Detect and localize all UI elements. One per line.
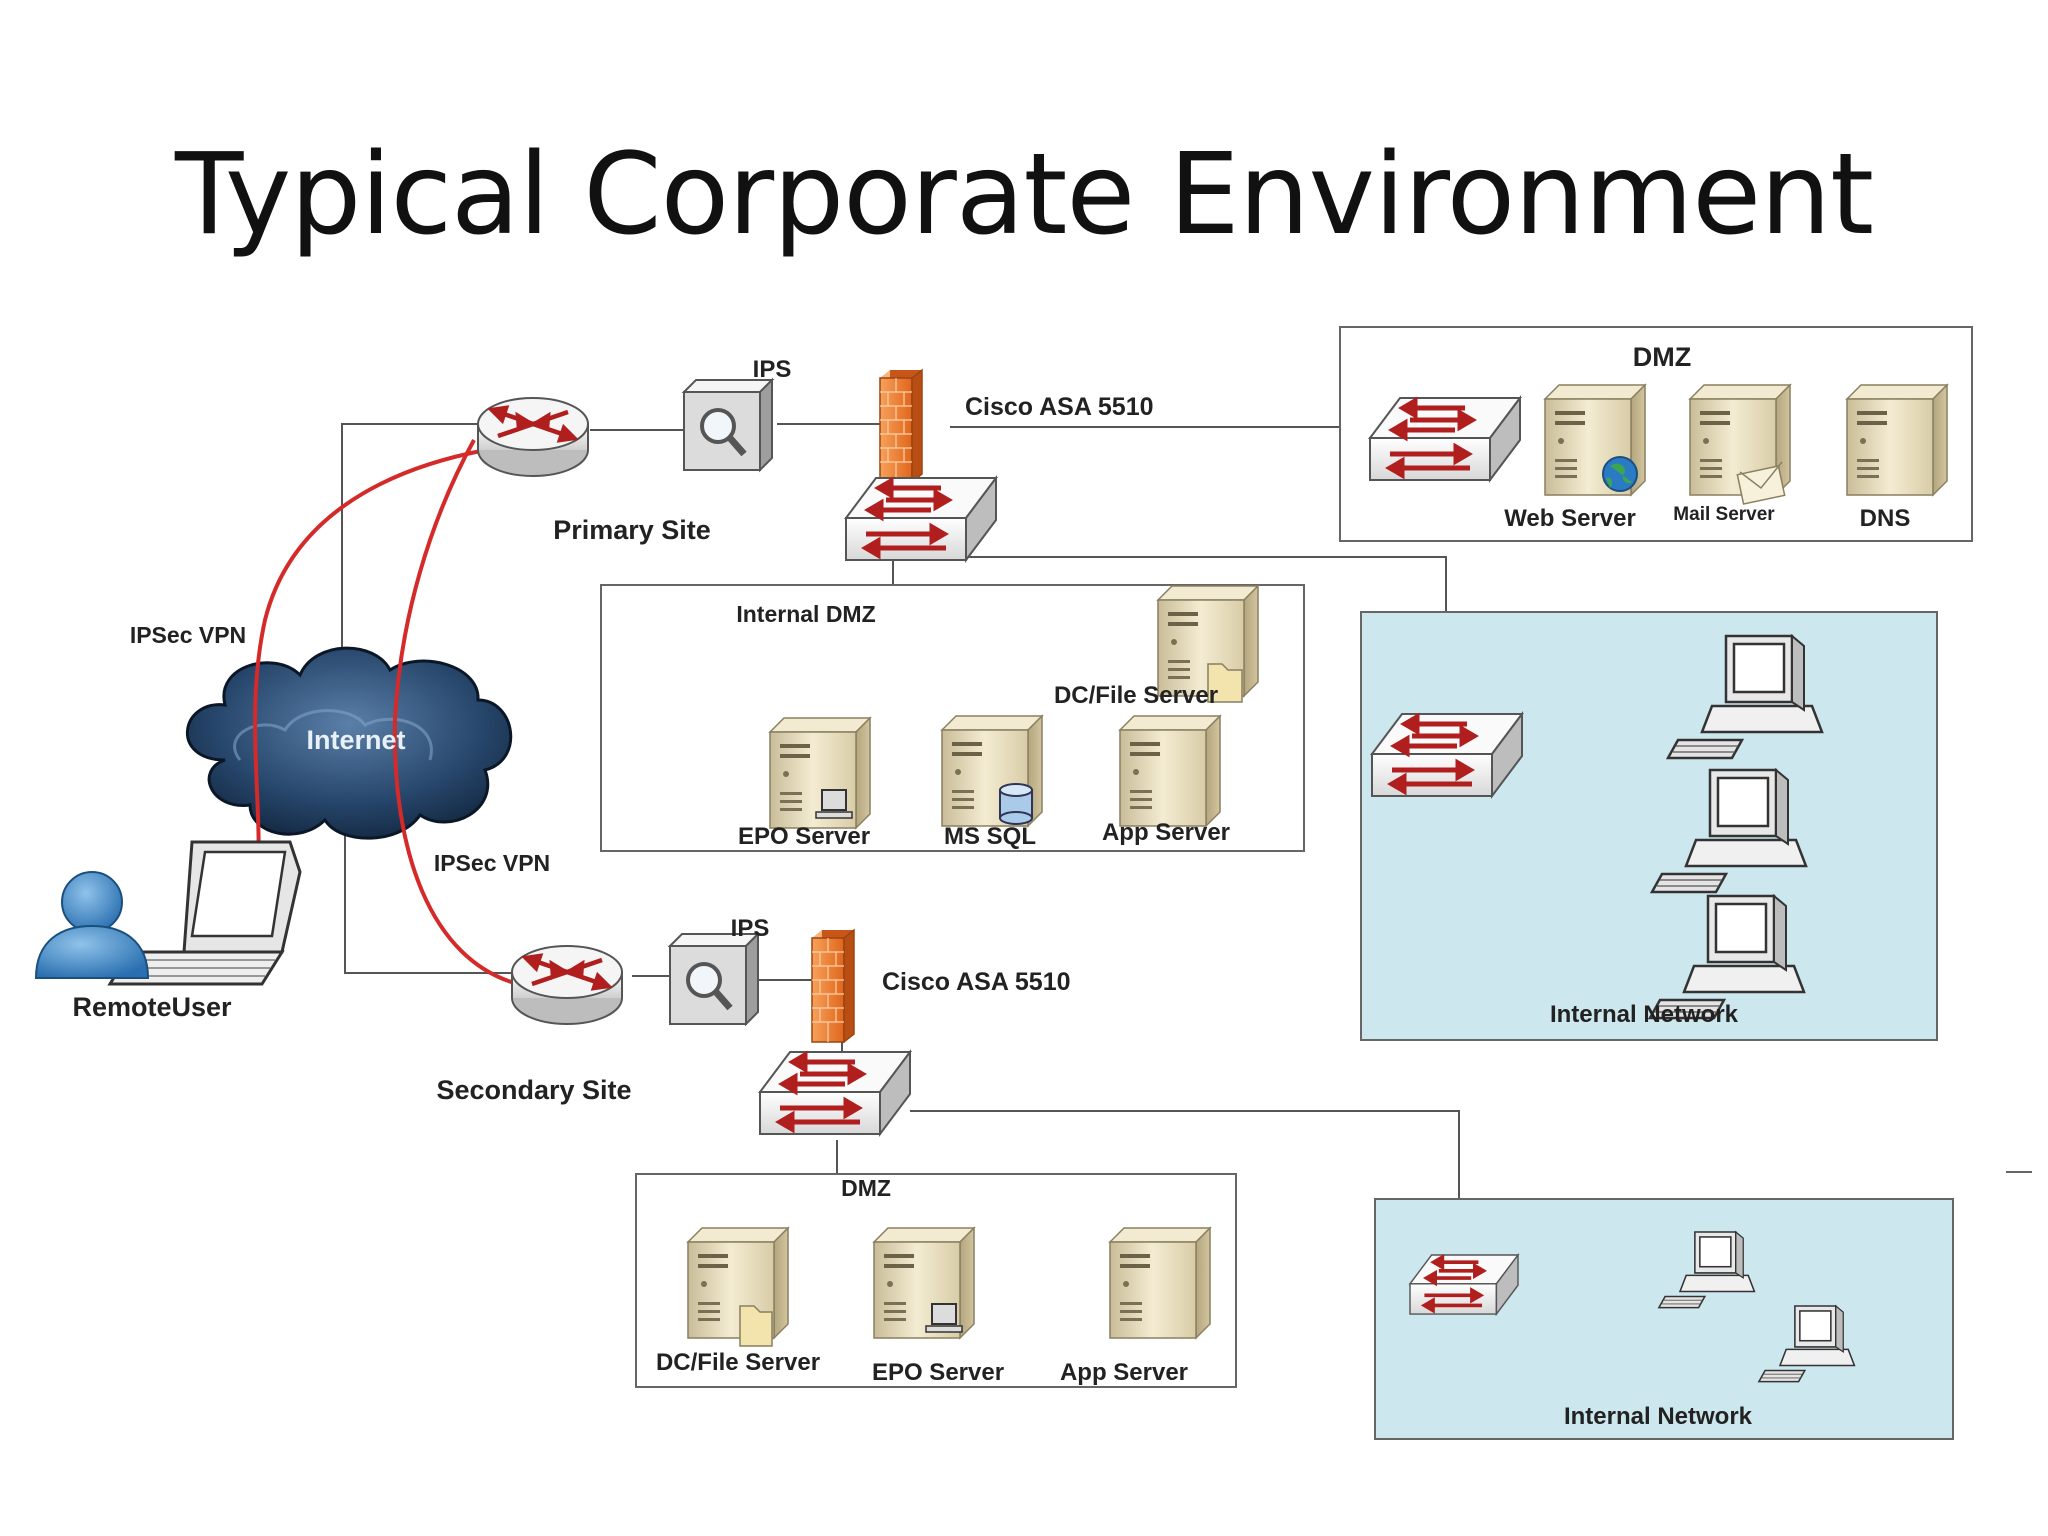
ips-label: IPS (731, 915, 770, 942)
dc-file-server-label: DC/File Server (1054, 682, 1218, 709)
dmz-label: DMZ (1633, 342, 1691, 372)
site-label: Secondary Site (436, 1075, 631, 1105)
app-server-icon (1119, 715, 1221, 827)
internal-switch-icon (1408, 1253, 1520, 1316)
internal-network-label: Internal Network (1564, 1403, 1753, 1430)
primary-firewall-icon (879, 369, 923, 483)
secondary-ips-icon (670, 934, 758, 1024)
dc-file-server-label: DC/File Server (656, 1349, 820, 1376)
globe-icon (1602, 456, 1638, 492)
primary-ips-icon (684, 380, 772, 470)
ips-label: IPS (753, 356, 792, 383)
dmz-switch-icon (1370, 398, 1520, 480)
monitor-small-icon (925, 1303, 963, 1333)
internet-label: Internet (306, 725, 405, 755)
app-server-label: App Server (1102, 819, 1230, 846)
database-icon (999, 783, 1033, 825)
primary-router-icon (478, 398, 588, 476)
secondary-router-icon (512, 946, 622, 1024)
remote-user-icon (34, 840, 302, 986)
dc-file-server-icon (687, 1227, 789, 1339)
remote-user-label: RemoteUser (72, 992, 232, 1022)
vpn-label: IPSec VPN (130, 622, 246, 648)
dns-server-icon (1846, 384, 1948, 496)
monitor-small-icon (815, 789, 853, 819)
firewall-label: Cisco ASA 5510 (965, 393, 1154, 421)
secondary-switch-icon (760, 1052, 910, 1134)
internal-dmz-label: Internal DMZ (736, 601, 875, 627)
ms-sql-label: MS SQL (944, 823, 1036, 850)
site-label: Primary Site (553, 515, 711, 545)
envelope-icon (1736, 461, 1786, 505)
folder-icon (739, 1305, 773, 1347)
internal-switch-icon (1372, 714, 1522, 796)
ipsec-vpn-lines (253, 439, 519, 986)
vpn-label: IPSec VPN (434, 850, 550, 876)
internet-cloud-icon (185, 646, 513, 840)
web-server-label: Web Server (1504, 505, 1636, 532)
internal-network-label: Internal Network (1550, 1001, 1739, 1028)
epo-server-label: EPO Server (738, 823, 870, 850)
firewall-label: Cisco ASA 5510 (882, 968, 1071, 996)
internal-network-box-2 (1374, 1198, 1954, 1440)
epo-server-icon (873, 1227, 975, 1339)
secondary-firewall-icon (811, 929, 855, 1043)
internal-network-box-1 (1360, 611, 1938, 1041)
primary-switch-icon (846, 478, 996, 560)
diagram-labels: IPS Cisco ASA 5510 Primary Site DMZ Web … (72, 342, 1910, 1430)
app-server-label: App Server (1060, 1359, 1188, 1386)
folder-icon (1207, 663, 1243, 703)
page-title: Typical Corporate Environment (174, 130, 1874, 260)
app-server-icon (1109, 1227, 1211, 1339)
mail-server-label: Mail Server (1673, 504, 1775, 525)
dns-label: DNS (1860, 505, 1911, 532)
dmz-label: DMZ (841, 1175, 891, 1201)
epo-server-label: EPO Server (872, 1359, 1004, 1386)
